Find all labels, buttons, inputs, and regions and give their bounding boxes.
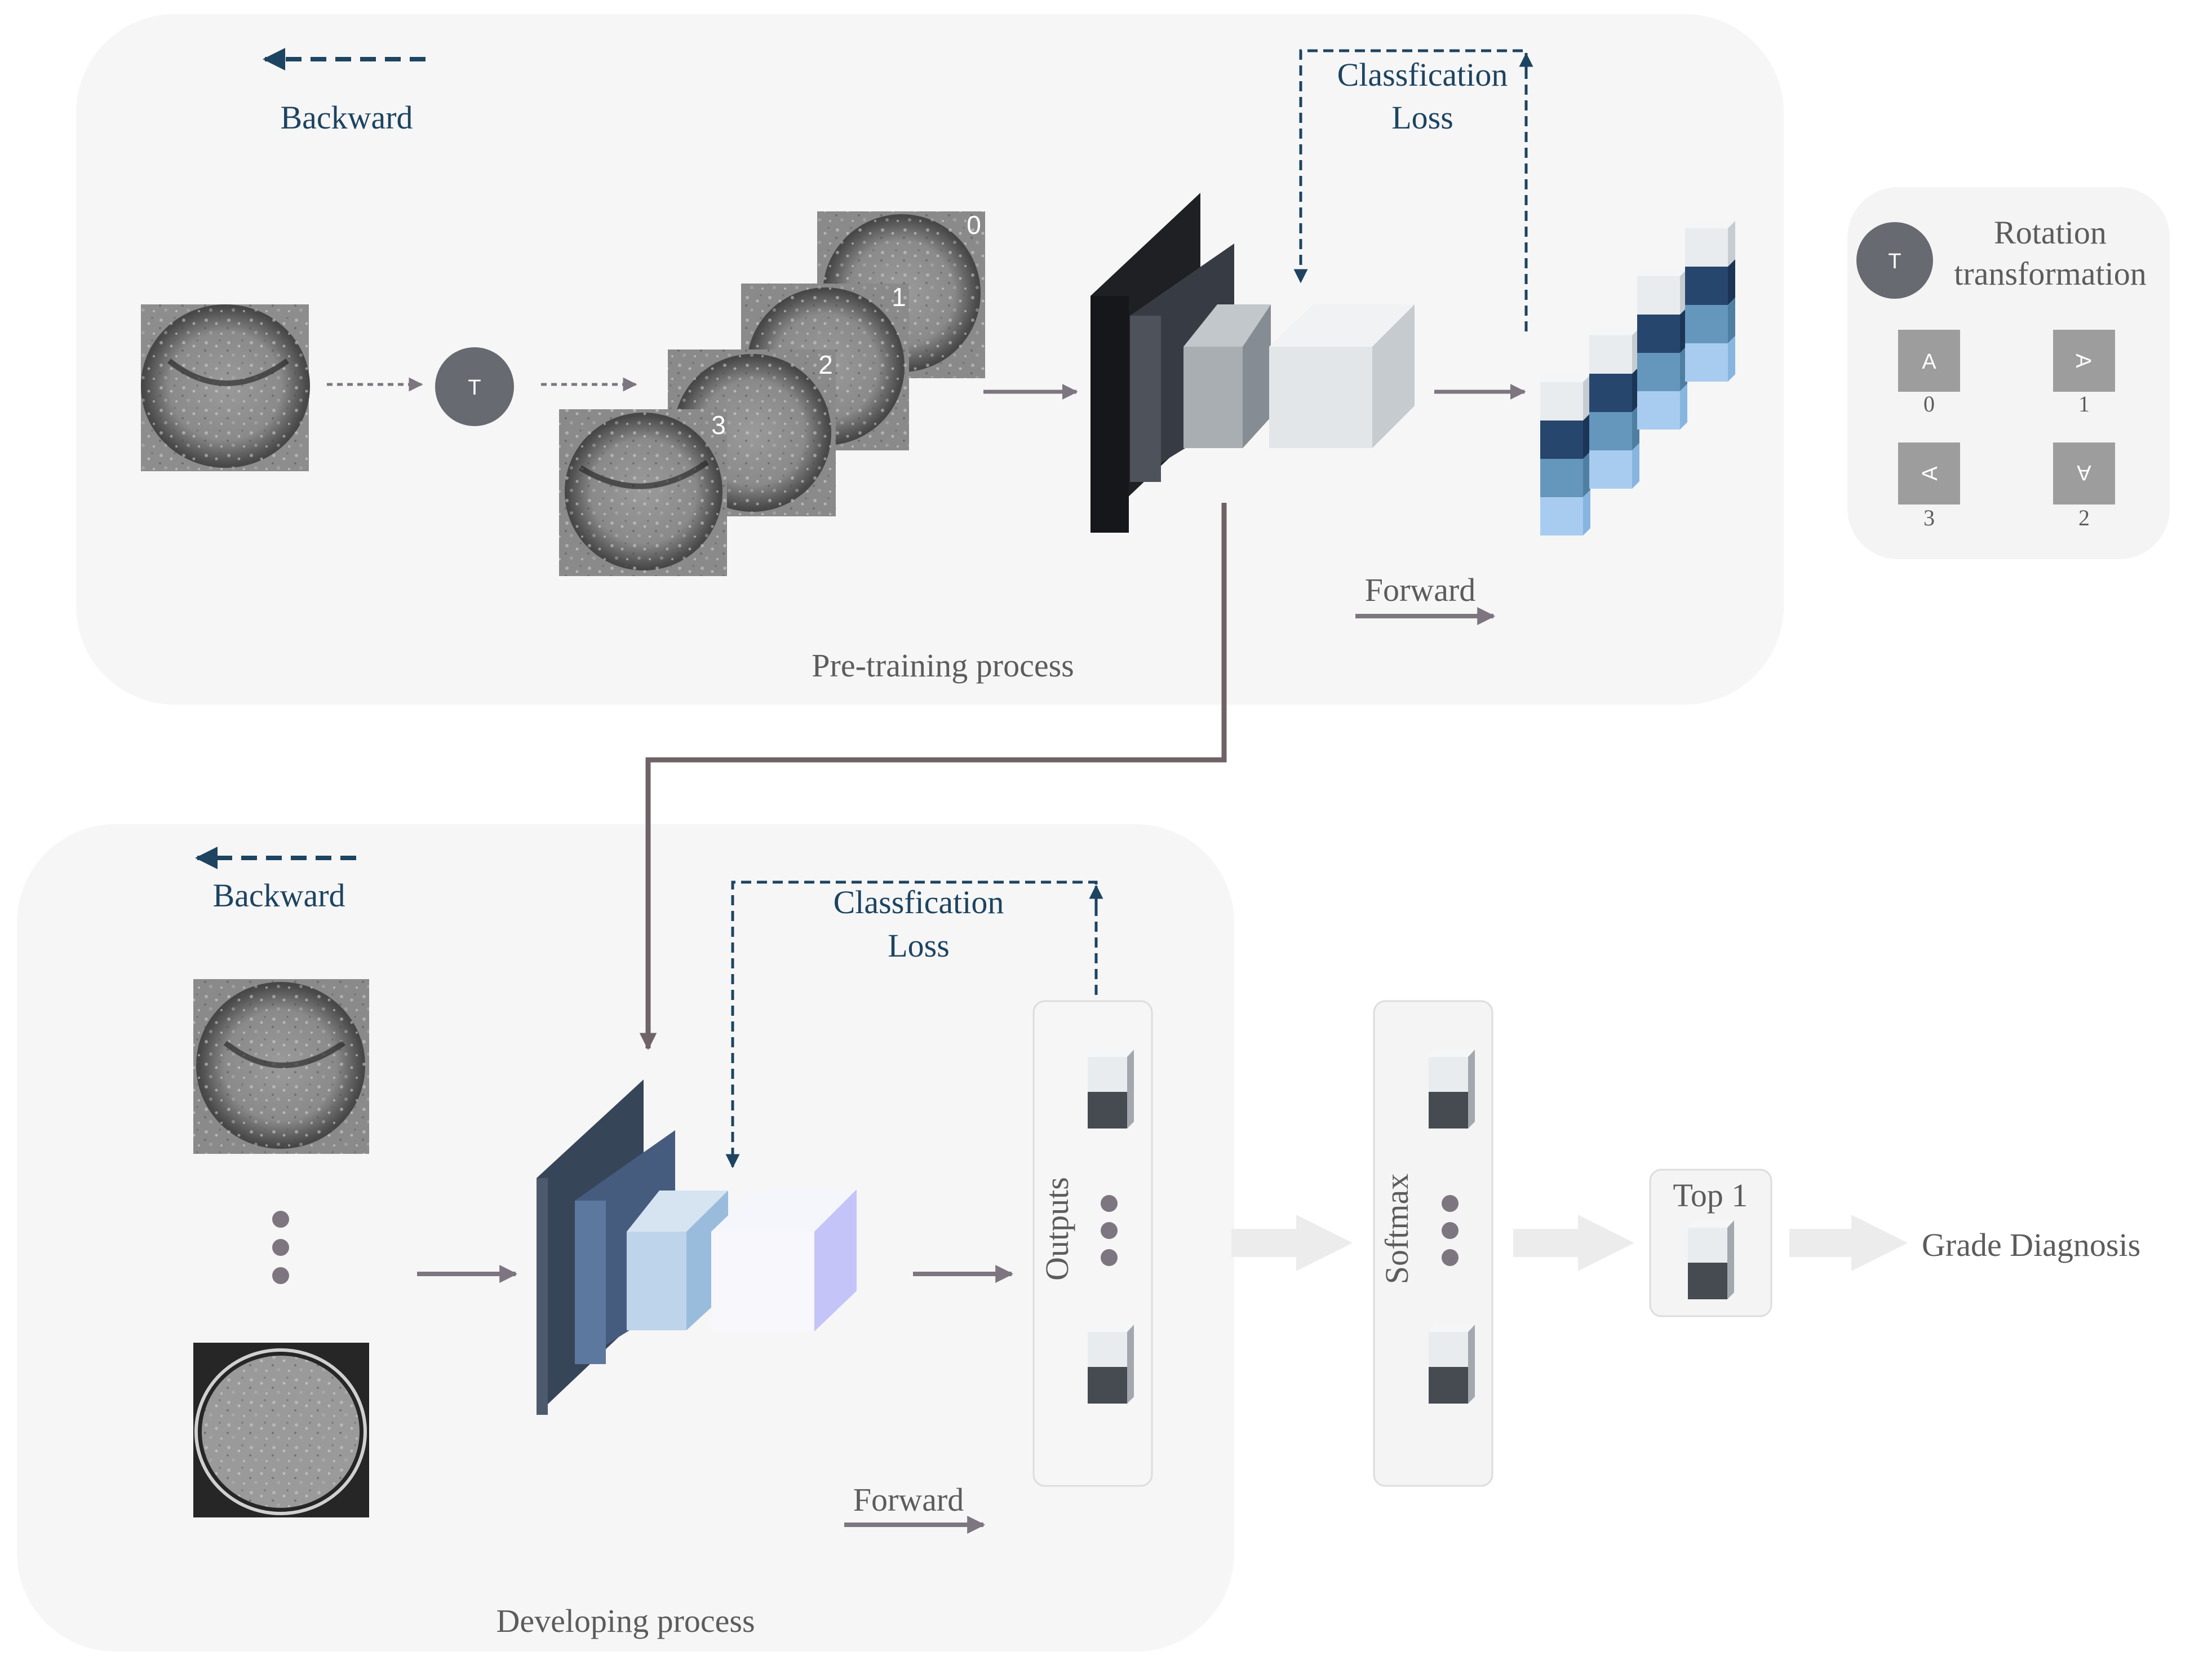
rotated-scan-index-3: 3 [711, 410, 726, 440]
legend-title-1: Rotation [1994, 214, 2107, 251]
rotated-scan-3 [559, 409, 727, 576]
pretraining-title: Pre-training process [812, 647, 1074, 684]
developing-ellipsis-dot-2 [272, 1239, 289, 1256]
svg-text:A: A [2077, 461, 2091, 484]
legend-tile-3: A [1898, 442, 1960, 504]
arrow-softmax-to-top1 [1513, 1215, 1634, 1271]
outputs-dot-3 [1101, 1249, 1118, 1266]
outputs-dot-1 [1101, 1195, 1118, 1212]
developing-ellipsis-dot-1 [272, 1211, 289, 1228]
softmax-label: Softmax [1378, 1174, 1415, 1285]
developing-ellipsis-dot-3 [272, 1267, 289, 1284]
softmax-dot-1 [1442, 1195, 1459, 1212]
pretraining-backward-label: Backward [280, 99, 413, 136]
legend-transform-circle [1856, 222, 1933, 299]
legend-tile-label-3: 3 [1923, 505, 1935, 530]
rotated-scan-index-0: 0 [967, 210, 981, 240]
pretraining-loss-label-2: Loss [1391, 99, 1453, 136]
softmax-cube-top [1429, 1050, 1475, 1128]
outputs-cube-top [1088, 1050, 1134, 1128]
developing-loss-label-2: Loss [888, 927, 950, 964]
outputs-label: Outputs [1039, 1177, 1075, 1281]
svg-text:A: A [2071, 353, 2095, 368]
rotated-scan-index-2: 2 [818, 350, 833, 379]
developing-input-scan-top [193, 979, 369, 1154]
svg-text:A: A [1922, 350, 1936, 374]
legend-transform-symbol: T [1888, 250, 1901, 273]
legend-tile-1: A [2053, 330, 2115, 392]
pretraining-network [1091, 193, 1415, 533]
top1-cube [1688, 1220, 1734, 1299]
pretraining-input-scan [141, 304, 310, 471]
legend-tile-2: A [2053, 442, 2115, 504]
svg-text:A: A [1918, 466, 1942, 481]
outputs-dot-2 [1101, 1222, 1118, 1239]
softmax-cube-bottom [1429, 1325, 1475, 1404]
developing-title: Developing process [496, 1603, 755, 1639]
developing-loss-label-1: Classfication [834, 884, 1004, 920]
developing-network [537, 1079, 857, 1415]
arrow-top1-to-result [1789, 1215, 1908, 1271]
transfer-weights-arrow [639, 503, 1227, 1051]
legend-tile-label-2: 2 [2078, 505, 2090, 530]
developing-backward-label: Backward [212, 877, 345, 914]
developing-input-scan-bottom [193, 1343, 369, 1517]
legend-title-2: transformation [1954, 255, 2146, 292]
rotated-scan-index-1: 1 [892, 282, 906, 312]
pretraining-loss-path [1293, 49, 1528, 331]
softmax-dot-2 [1442, 1222, 1459, 1239]
top1-label: Top 1 [1673, 1177, 1748, 1214]
transform-symbol: T [468, 376, 481, 400]
grade-diagnosis-label: Grade Diagnosis [1922, 1227, 2140, 1263]
arrow-outputs-to-softmax [1231, 1215, 1353, 1271]
outputs-cube-bottom [1088, 1325, 1134, 1404]
legend-tile-label-1: 1 [2078, 391, 2090, 417]
developing-forward-label: Forward [853, 1481, 964, 1518]
pretraining-forward-label: Forward [1365, 572, 1476, 608]
developing-loss-path [725, 880, 1098, 1169]
transform-circle [435, 347, 514, 426]
rotation-prediction-stack [1540, 221, 1735, 536]
pretraining-loss-label-1: Classfication [1337, 56, 1508, 93]
softmax-dot-3 [1442, 1249, 1459, 1266]
legend-tile-label-0: 0 [1923, 391, 1935, 417]
legend-tile-0: A [1898, 330, 1960, 392]
